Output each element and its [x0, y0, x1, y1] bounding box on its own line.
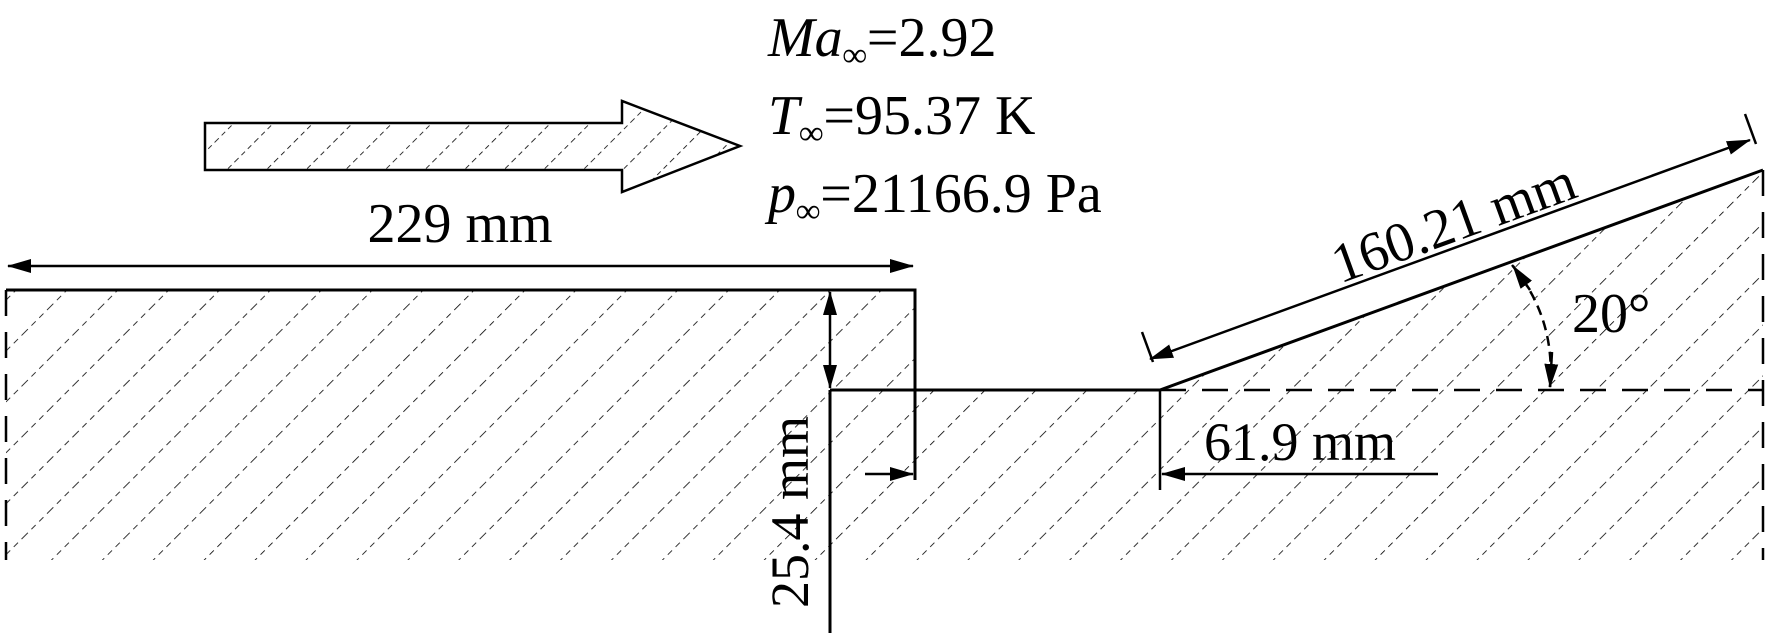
temperature-symbol: T [768, 85, 803, 147]
freestream-conditions: Ma∞=2.92 T∞=95.37 K p∞=21166.9 Pa [764, 7, 1102, 230]
upstream-length-label: 229 mm [367, 193, 552, 255]
ramp-length-extension-end [1743, 113, 1758, 145]
upstream-length-dimension: 229 mm [7, 193, 914, 273]
pressure-subscript: ∞ [796, 193, 820, 230]
freestream-pressure-label: p∞=21166.9 Pa [764, 163, 1102, 230]
mach-value: =2.92 [867, 7, 997, 69]
freestream-mach-label: Ma∞=2.92 [767, 7, 997, 74]
ramp-length-dimension-line [1149, 138, 1751, 361]
pressure-value: =21166.9 Pa [820, 163, 1102, 225]
ramp-angle-label: 20° [1572, 283, 1650, 345]
step-height-dimension: 25.4 mm [760, 291, 837, 608]
mach-subscript: ∞ [843, 37, 867, 74]
upstream-wall-and-step-face [6, 288, 917, 480]
temperature-value: =95.37 K [823, 85, 1035, 147]
hatched-wall-body [6, 170, 1763, 560]
ramp-angle-upper-arrow [1511, 265, 1533, 291]
temperature-subscript: ∞ [799, 115, 823, 152]
step-height-label: 25.4 mm [760, 416, 820, 608]
pressure-symbol: p [764, 163, 796, 225]
mach-symbol: Ma [767, 7, 843, 69]
flow-direction-arrow-icon [203, 99, 744, 194]
cavity-length-dimension: 61.9 mm [865, 412, 1438, 481]
ramp-angle-lower-arrow [1544, 351, 1559, 388]
cavity-length-label: 61.9 mm [1204, 412, 1396, 472]
freestream-temperature-label: T∞=95.37 K [768, 85, 1035, 152]
ramp-angle-annotation: 20° [1511, 264, 1650, 388]
wall-outline [4, 113, 1765, 633]
